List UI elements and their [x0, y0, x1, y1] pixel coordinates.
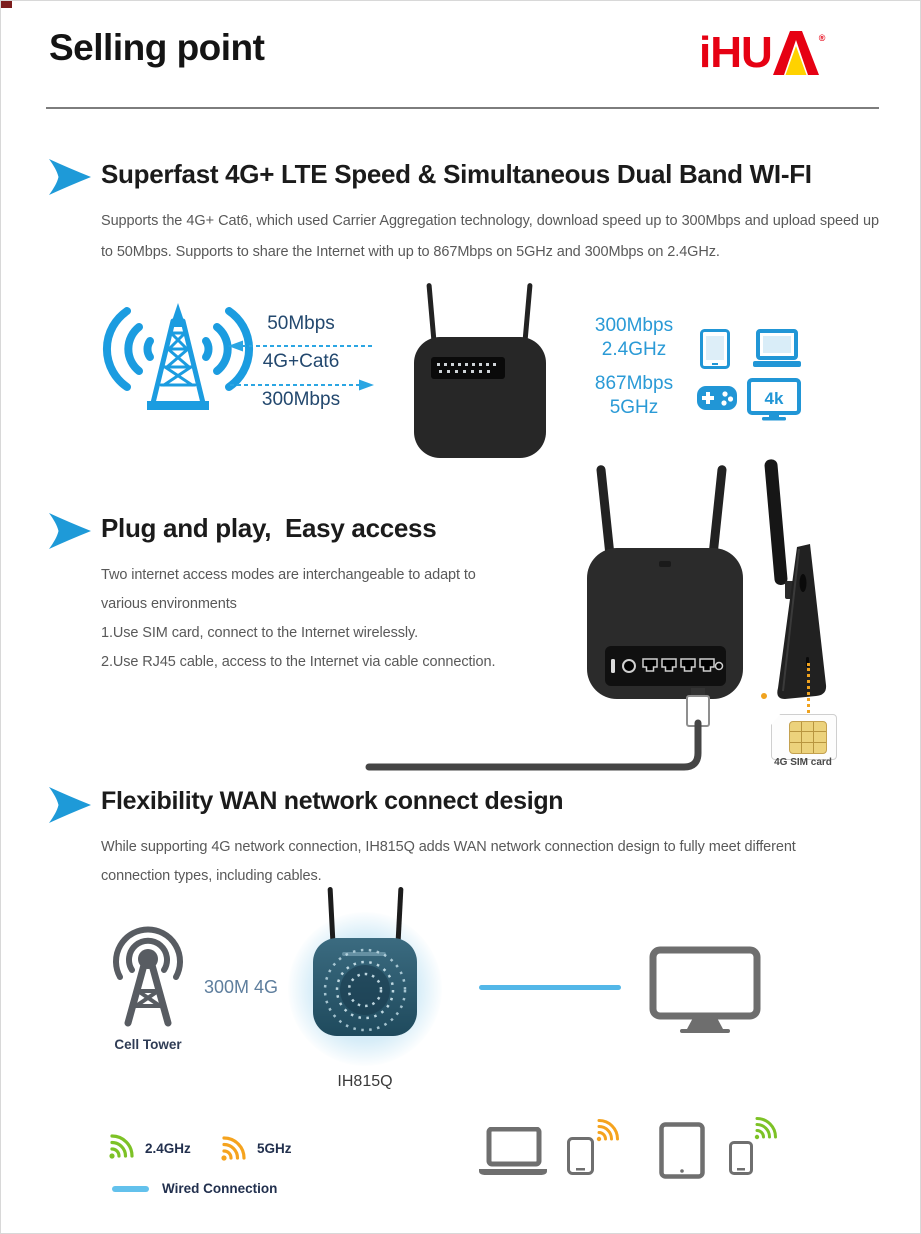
cable-plug	[686, 695, 710, 727]
band-24-speed-label: 300Mbps	[594, 315, 674, 336]
gamepad-icon	[697, 383, 737, 418]
cell-tower-gray-icon	[104, 919, 192, 1036]
wifi-green-small-icon	[753, 1116, 778, 1146]
section2-body-line4: 2.Use RJ45 cable, access to the Internet…	[101, 654, 496, 670]
laptop-gray-icon	[476, 1126, 550, 1182]
tablet-blue-icon	[700, 329, 730, 374]
upload-arrow-icon	[228, 339, 374, 358]
router-port-strip	[605, 646, 726, 686]
download-arrow-icon	[228, 378, 374, 397]
monitor-icon	[649, 946, 761, 1039]
section3-body-line1: While supporting 4G network connection, …	[101, 839, 796, 855]
router-side-image	[763, 459, 838, 709]
section1-bullet-arrow-icon	[49, 159, 91, 200]
sim-chip	[789, 721, 827, 754]
laptop-blue-icon	[751, 329, 803, 374]
section3-bullet-arrow-icon	[49, 787, 91, 828]
cell-tower-blue-icon	[93, 297, 263, 430]
wired-connection-line	[479, 985, 621, 990]
technology-label: 4G+Cat6	[262, 351, 340, 372]
section1-body-line1: Supports the 4G+ Cat6, which used Carrie…	[101, 213, 879, 229]
router-back-notch	[659, 561, 671, 567]
wifi-24-green-icon	[108, 1133, 135, 1165]
band-24-freq-label: 2.4GHz	[601, 339, 667, 360]
band-5-freq-label: 5GHz	[609, 397, 659, 418]
router-front-image	[414, 337, 546, 458]
section1-heading: Superfast 4G+ LTE Speed & Simultaneous D…	[101, 159, 812, 189]
header-divider	[46, 107, 879, 109]
upload-speed-label: 50Mbps	[267, 313, 335, 334]
link-300m-4g-label: 300M 4G	[204, 977, 279, 997]
sim-card-label: 4G SIM card	[774, 757, 832, 768]
band-5-speed-label: 867Mbps	[594, 373, 674, 394]
phone-gray-icon-2	[729, 1141, 753, 1180]
page-corner-mark	[1, 1, 12, 8]
page-title: Selling point	[49, 27, 265, 68]
legend-24ghz-label: 2.4GHz	[145, 1141, 191, 1156]
sim-dotted-line	[807, 663, 810, 713]
router-led-panel	[431, 357, 505, 384]
ethernet-cable	[361, 689, 706, 782]
wired-legend-line	[112, 1186, 149, 1192]
brand-lambda-icon	[772, 31, 819, 80]
sim-dot	[761, 693, 767, 699]
wifi-5-orange-icon	[220, 1135, 247, 1167]
section3-body-line2: connection types, including cables.	[101, 868, 322, 884]
section2-heading: Plug and play, Easy access	[101, 513, 437, 543]
brand-logo-text: iHU	[699, 28, 773, 77]
section2-body-line3: 1.Use SIM card, connect to the Internet …	[101, 625, 418, 641]
legend-wired-label: Wired Connection	[162, 1181, 278, 1196]
tv-4k-icon: 4k	[747, 378, 801, 427]
cable-plug-tip	[691, 688, 705, 696]
tablet-gray-icon	[659, 1122, 705, 1184]
router-back-antenna-right	[708, 464, 727, 561]
router-front-antenna-right	[522, 282, 533, 344]
legend-5ghz-label: 5GHz	[257, 1141, 292, 1156]
wifi-orange-small-icon	[595, 1118, 620, 1148]
router-front-antenna-left	[426, 282, 437, 344]
tv-4k-badge: 4k	[765, 389, 784, 408]
section1-body-line2: to 50Mbps. Supports to share the Interne…	[101, 244, 720, 260]
brand-logo: iHU ®	[699, 31, 825, 80]
phone-gray-icon-1	[567, 1137, 594, 1180]
section2-body-line2: various environments	[101, 596, 237, 612]
router-back-antenna-left	[596, 464, 615, 561]
registered-mark: ®	[818, 33, 826, 43]
router-model-label: IH815Q	[337, 1073, 393, 1090]
section2-body-line1: Two internet access modes are interchang…	[101, 567, 476, 583]
section2-bullet-arrow-icon	[49, 513, 91, 554]
section3-heading: Flexibility WAN network connect design	[101, 787, 564, 815]
router-top-image	[312, 937, 418, 1042]
cell-tower-label: Cell Tower	[114, 1037, 182, 1052]
download-speed-label: 300Mbps	[261, 389, 341, 410]
